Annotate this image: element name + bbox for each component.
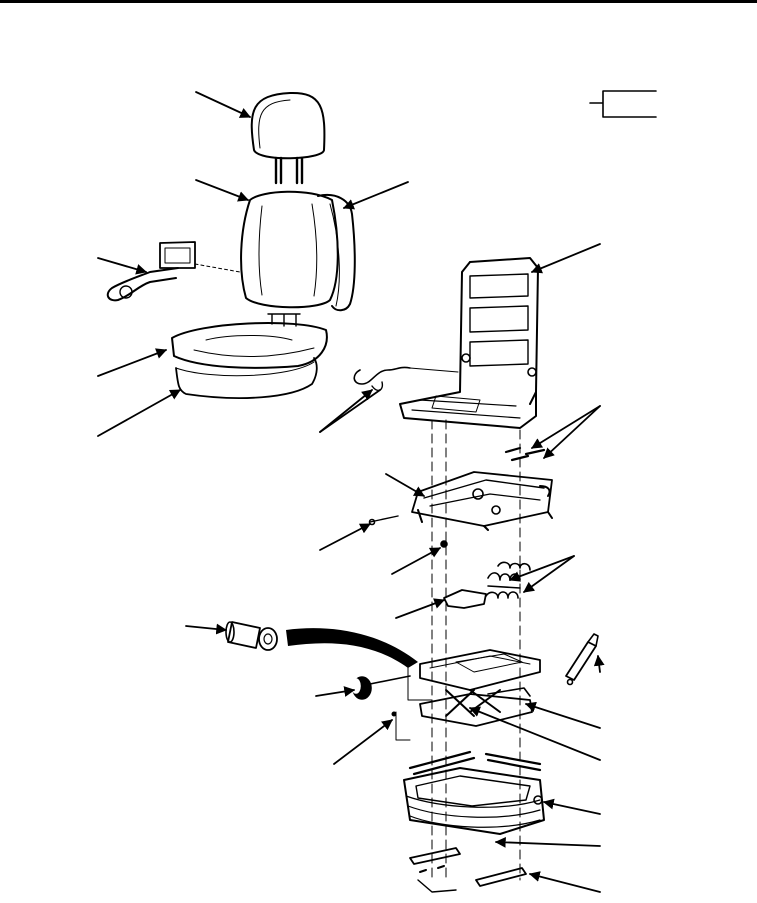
shock-absorber [565, 633, 599, 686]
top-rule [0, 0, 757, 3]
seat-cushion [171, 322, 328, 369]
suspension-bellows-base [403, 767, 545, 835]
headrest [250, 91, 326, 185]
scissor-suspension-top-plate [419, 649, 541, 691]
upper-rails [408, 750, 542, 776]
detail-box [589, 90, 657, 118]
frame-bolts [504, 446, 546, 462]
detail-callout-wedge [286, 628, 418, 668]
suspension-springs [443, 561, 531, 609]
seat-slide-rails [411, 471, 553, 531]
armrest [106, 241, 241, 302]
bushing [225, 621, 278, 651]
seat-frame [399, 257, 539, 429]
detail-bracket [391, 667, 433, 741]
harness-cable [353, 366, 459, 392]
slide-pins [368, 515, 448, 548]
seat-back-cover [317, 194, 356, 312]
mounting-rails [409, 847, 527, 893]
scissor-mechanism [419, 687, 533, 727]
seat-back-cushion [240, 190, 339, 309]
adjustment-knob [351, 675, 411, 700]
back-studs [267, 313, 301, 327]
callout-leaders [97, 91, 605, 893]
seat-foam-pad [175, 357, 318, 399]
